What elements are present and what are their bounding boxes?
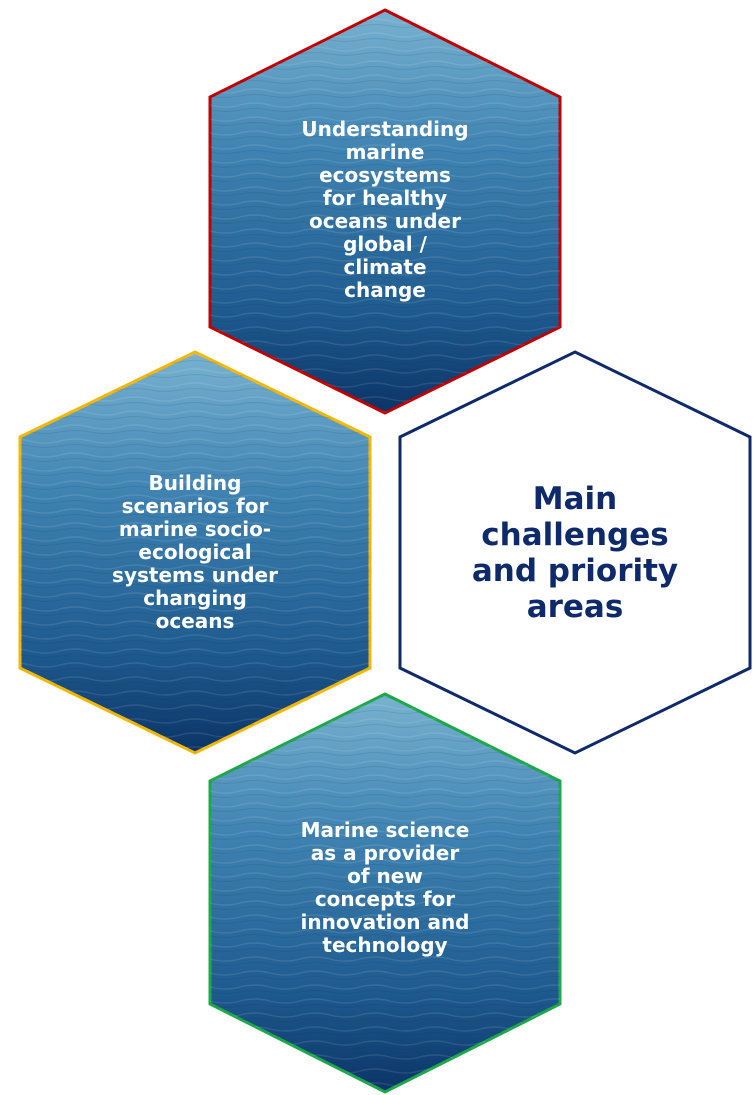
hexagon-center xyxy=(398,350,752,755)
hexagon-left-label: Building scenarios for marine socio- eco… xyxy=(112,471,278,633)
hexagon-bottom xyxy=(208,692,562,1094)
hexagon-left xyxy=(18,350,372,755)
hexagon-top-label: Understanding marine ecosystems for heal… xyxy=(301,117,469,302)
hexagon-bottom-label: Marine science as a provider of new conc… xyxy=(300,817,470,957)
hexagon-top xyxy=(208,8,562,415)
hexagon-center-label: Main challenges and priority areas xyxy=(471,480,679,625)
